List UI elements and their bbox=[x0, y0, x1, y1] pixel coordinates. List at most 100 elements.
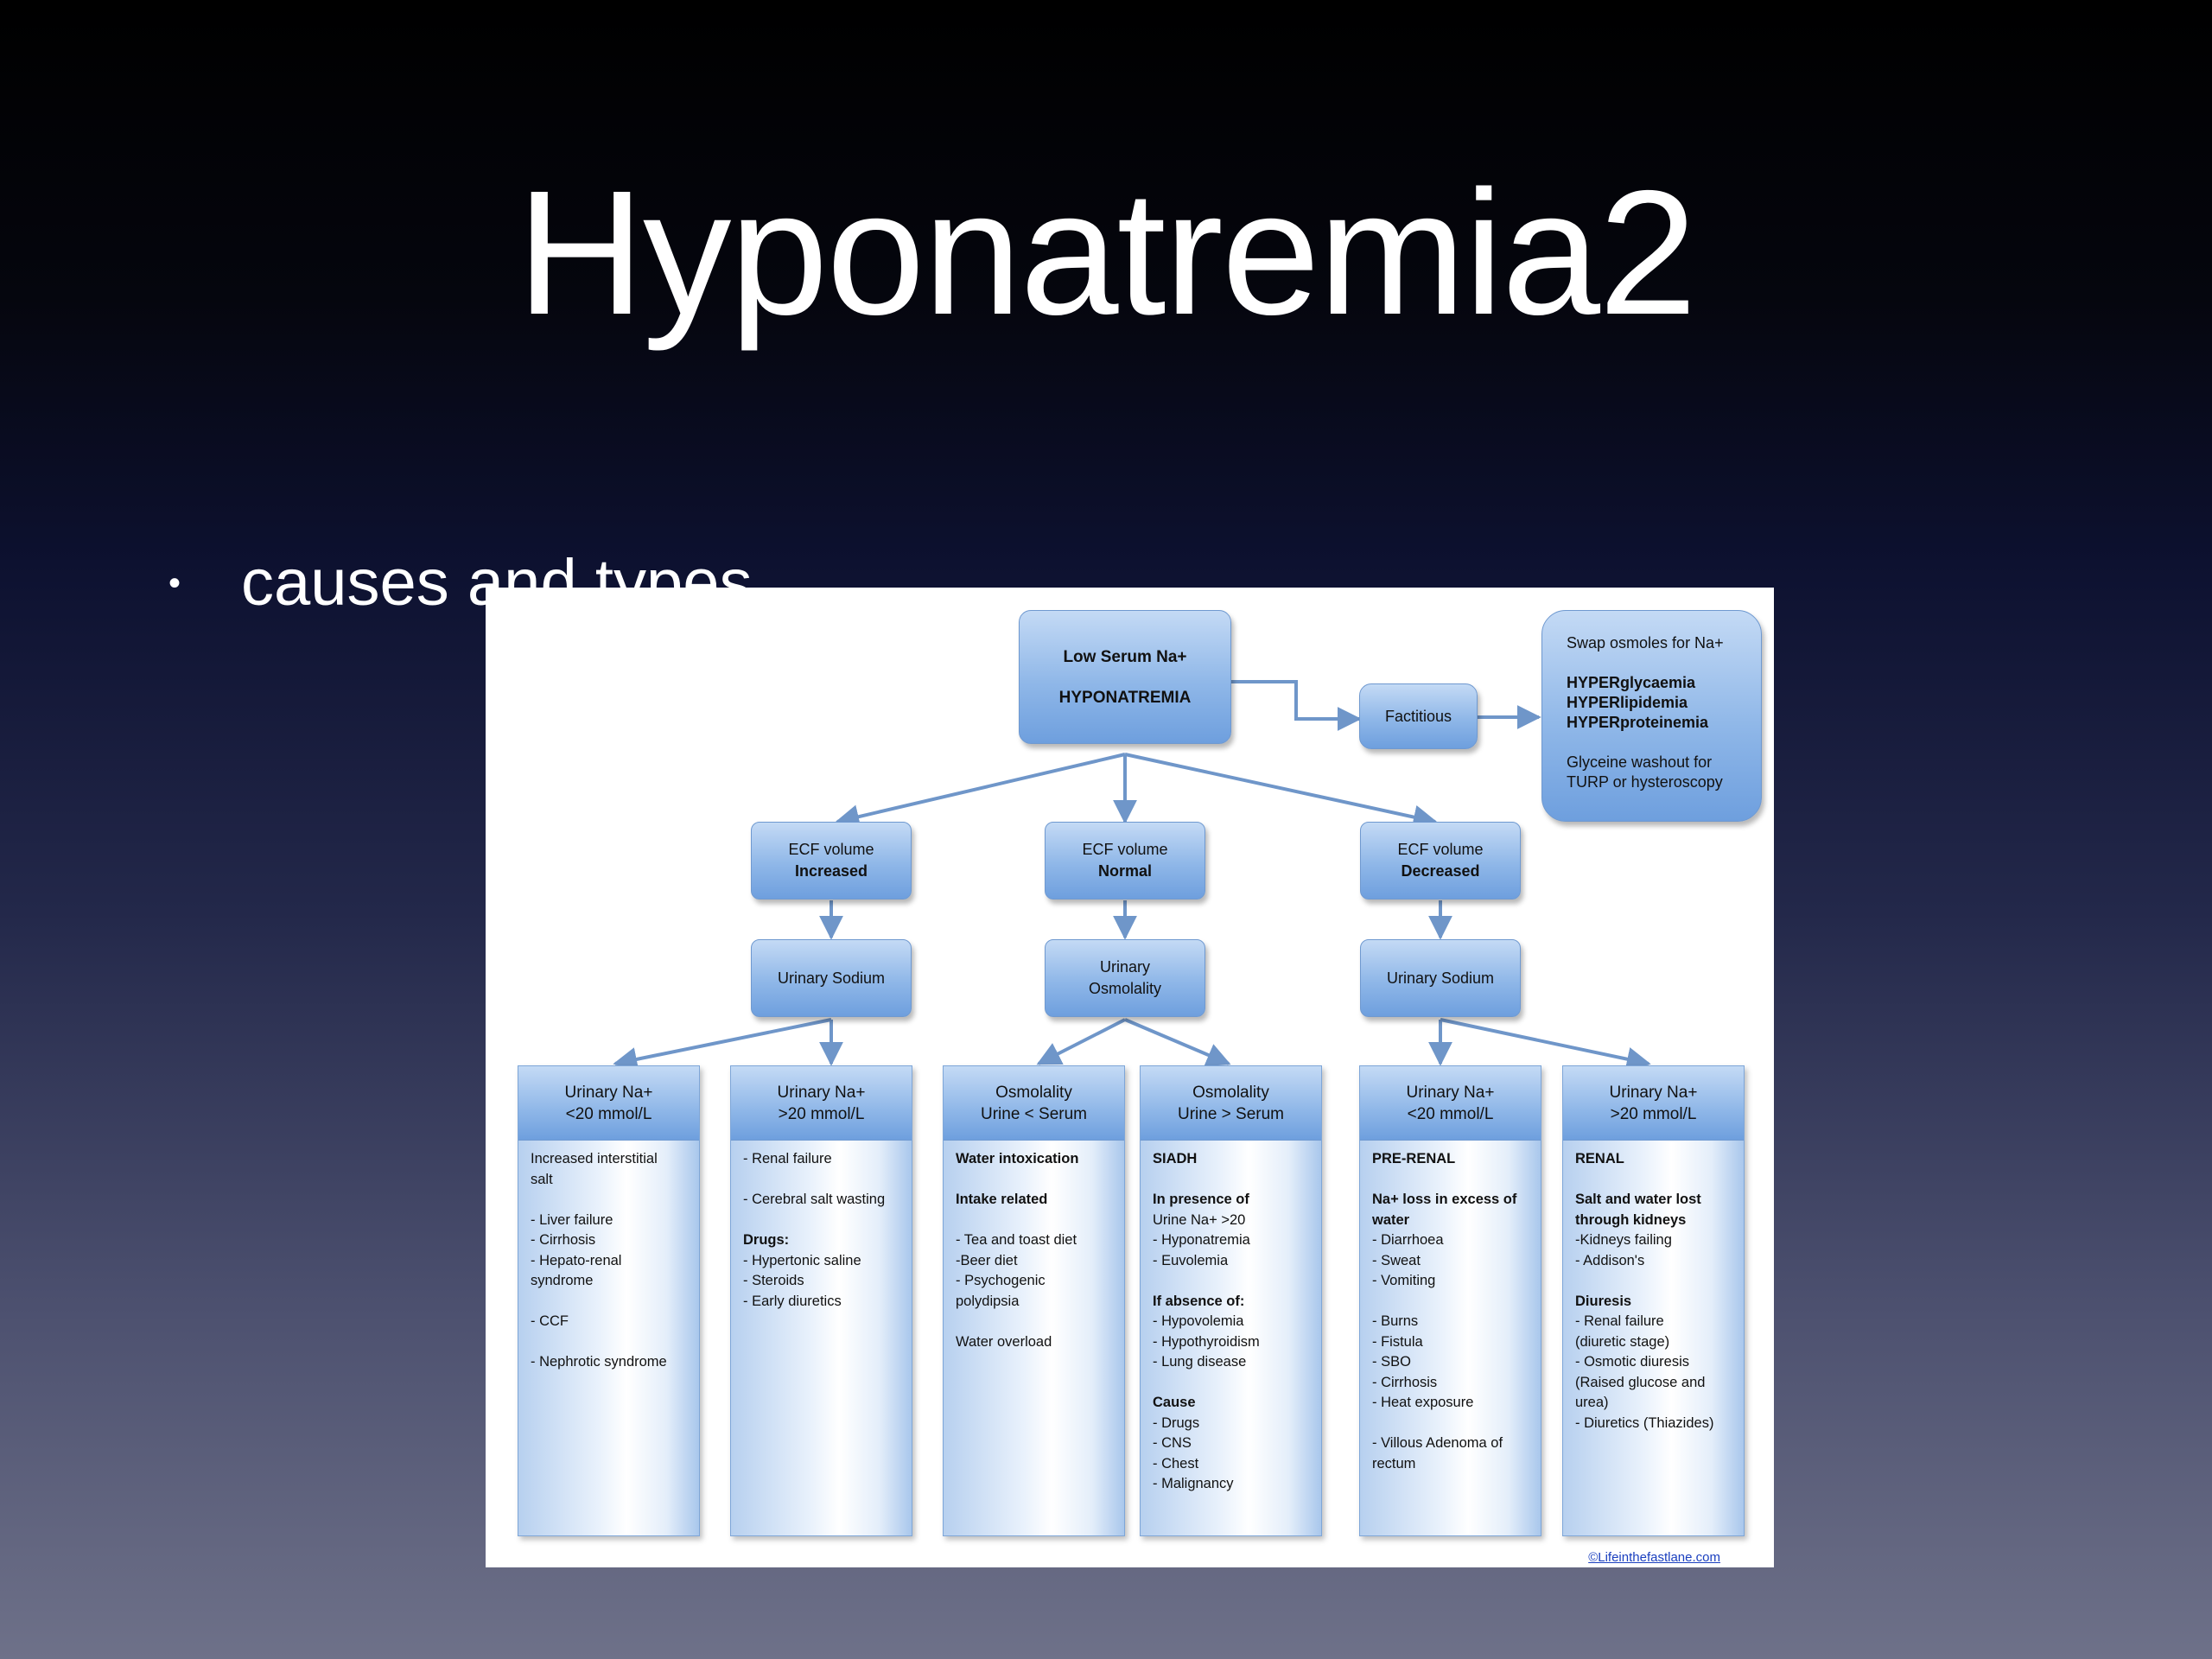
column-line: Water intoxication bbox=[956, 1151, 1079, 1166]
column-header-line2: >20 mmol/L bbox=[778, 1104, 865, 1123]
column-line bbox=[1575, 1170, 1735, 1191]
column-line: (Raised glucose and bbox=[1575, 1374, 1706, 1390]
column-line bbox=[531, 1190, 690, 1211]
swap-note-line2: TURP or hysteroscopy bbox=[1567, 773, 1723, 791]
column-line bbox=[1372, 1292, 1532, 1313]
arrow-urinary3-col6 bbox=[1440, 1018, 1651, 1071]
column-line: Water overload bbox=[956, 1333, 1052, 1350]
column-line: - Lung disease bbox=[1153, 1354, 1247, 1370]
root-line1: Low Serum Na+ bbox=[1063, 647, 1187, 666]
node-swap-osmoles: Swap osmoles for Na+ HYPERglycaemia HYPE… bbox=[1541, 610, 1762, 822]
arrow-root-ecf-decreased bbox=[1124, 753, 1438, 830]
bullet-dot-icon: • bbox=[168, 563, 181, 602]
column-line: - Burns bbox=[1372, 1313, 1419, 1329]
column-line: - Renal failure bbox=[743, 1151, 832, 1166]
ecf-decreased-line1: ECF volume bbox=[1397, 841, 1484, 858]
node-urinary-osmolality: Urinary Osmolality bbox=[1045, 939, 1205, 1017]
swap-item-2: HYPERlipidemia bbox=[1567, 694, 1688, 711]
column-line: - Tea and toast diet bbox=[956, 1232, 1077, 1248]
column-line: - SBO bbox=[1372, 1354, 1411, 1370]
arrow-urinary2-col3 bbox=[1036, 1018, 1126, 1065]
column-urinary-na-low-decreased: Urinary Na+<20 mmol/L PRE-RENAL Na+ loss i… bbox=[1359, 1065, 1541, 1536]
column-header-line1: Urinary Na+ bbox=[1609, 1083, 1698, 1102]
column-line: through kidneys bbox=[1575, 1211, 1687, 1228]
column-line: - Vomiting bbox=[1372, 1273, 1436, 1288]
column-urinary-na-high-increased: Urinary Na+>20 mmol/L - Renal failure - Ce… bbox=[730, 1065, 912, 1536]
column-line: urea) bbox=[1575, 1395, 1609, 1410]
column-line: Increased interstitial bbox=[531, 1151, 658, 1166]
column-line: syndrome bbox=[531, 1273, 594, 1288]
column-line: Na+ loss in excess of bbox=[1372, 1192, 1517, 1207]
column-line: Cause bbox=[1153, 1395, 1196, 1410]
column-line: - Hepato-renal bbox=[531, 1252, 622, 1268]
column-line bbox=[1372, 1170, 1532, 1191]
column-line: - Sweat bbox=[1372, 1252, 1421, 1268]
column-line: - Diuretics (Thiazides) bbox=[1575, 1414, 1714, 1431]
credit-link[interactable]: ©Lifeinthefastlane.com bbox=[1588, 1550, 1720, 1565]
node-ecf-decreased: ECF volume Decreased bbox=[1360, 822, 1521, 899]
column-line: - Steroids bbox=[743, 1273, 804, 1288]
column-line: - Early diuretics bbox=[743, 1293, 842, 1309]
column-line: SIADH bbox=[1153, 1151, 1198, 1166]
column-line: - Euvolemia bbox=[1153, 1252, 1229, 1268]
column-line: - Addison's bbox=[1575, 1252, 1645, 1268]
node-urinary-sodium-left: Urinary Sodium bbox=[751, 939, 912, 1017]
column-line: In presence of bbox=[1153, 1192, 1249, 1207]
flowchart-connectors bbox=[613, 680, 1651, 1071]
swap-heading: Swap osmoles for Na+ bbox=[1567, 634, 1724, 652]
column-line: - Nephrotic syndrome bbox=[531, 1354, 667, 1370]
column-line bbox=[743, 1170, 903, 1191]
column-line: Salt and water lost bbox=[1575, 1192, 1701, 1207]
arrow-urinary1-col1 bbox=[613, 1018, 832, 1071]
node-ecf-increased: ECF volume Increased bbox=[751, 822, 912, 899]
column-line: polydipsia bbox=[956, 1293, 1020, 1309]
column-line: - Hypovolemia bbox=[1153, 1313, 1244, 1329]
column-line: -Kidneys failing bbox=[1575, 1232, 1672, 1248]
urinary-right-line1: Urinary Sodium bbox=[1386, 969, 1495, 987]
column-header-line1: Osmolality bbox=[995, 1083, 1072, 1102]
factitious-label: Factitious bbox=[1384, 707, 1452, 725]
swap-item-3: HYPERproteinemia bbox=[1567, 714, 1709, 731]
swap-item-1: HYPERglycaemia bbox=[1567, 674, 1696, 691]
ecf-decreased-line2: Decreased bbox=[1401, 862, 1480, 880]
column-line: - Osmotic diuresis bbox=[1575, 1354, 1690, 1370]
column-header: Urinary Na+ >20 mmol/L bbox=[1563, 1066, 1744, 1141]
column-line: - Heat exposure bbox=[1372, 1395, 1474, 1410]
column-line: - Drugs bbox=[1153, 1414, 1200, 1431]
column-line: - Malignancy bbox=[1153, 1476, 1234, 1491]
column-header: Urinary Na+>20 mmol/L bbox=[731, 1066, 912, 1141]
column-line: If absence of: bbox=[1153, 1293, 1245, 1309]
urinary-osmolality-line2: Osmolality bbox=[1088, 980, 1161, 997]
slide-title: Hyponatremia2 bbox=[516, 154, 1697, 352]
column-line bbox=[743, 1211, 903, 1231]
column-header-line1: Osmolality bbox=[1192, 1083, 1269, 1102]
ecf-normal-line1: ECF volume bbox=[1082, 841, 1168, 858]
column-line: - Cirrhosis bbox=[1372, 1374, 1438, 1390]
column-body: SIADH In presence of Urine Na+ >20 - Hypona… bbox=[1141, 1141, 1321, 1495]
column-header-line2: >20 mmol/L bbox=[1610, 1104, 1697, 1123]
root-line2: HYPONATREMIA bbox=[1058, 688, 1192, 707]
column-line bbox=[956, 1211, 1116, 1231]
arrow-root-ecf-increased bbox=[835, 753, 1126, 829]
column-line: PRE-RENAL bbox=[1372, 1151, 1456, 1166]
column-line: water bbox=[1372, 1211, 1410, 1228]
column-line: - Cerebral salt wasting bbox=[743, 1192, 886, 1207]
column-line bbox=[531, 1292, 690, 1313]
column-line: (diuretic stage) bbox=[1575, 1333, 1670, 1350]
column-line: Drugs: bbox=[743, 1232, 790, 1248]
column-line: - Hypothyroidism bbox=[1153, 1333, 1260, 1350]
ecf-normal-line2: Normal bbox=[1097, 862, 1152, 880]
column-line: - Fistula bbox=[1372, 1333, 1423, 1350]
column-header: Urinary Na+<20 mmol/L bbox=[1360, 1066, 1541, 1141]
column-line: Urine Na+ >20 bbox=[1153, 1211, 1246, 1228]
column-line: salt bbox=[531, 1171, 553, 1187]
column-line: - Hyponatremia bbox=[1153, 1232, 1250, 1248]
